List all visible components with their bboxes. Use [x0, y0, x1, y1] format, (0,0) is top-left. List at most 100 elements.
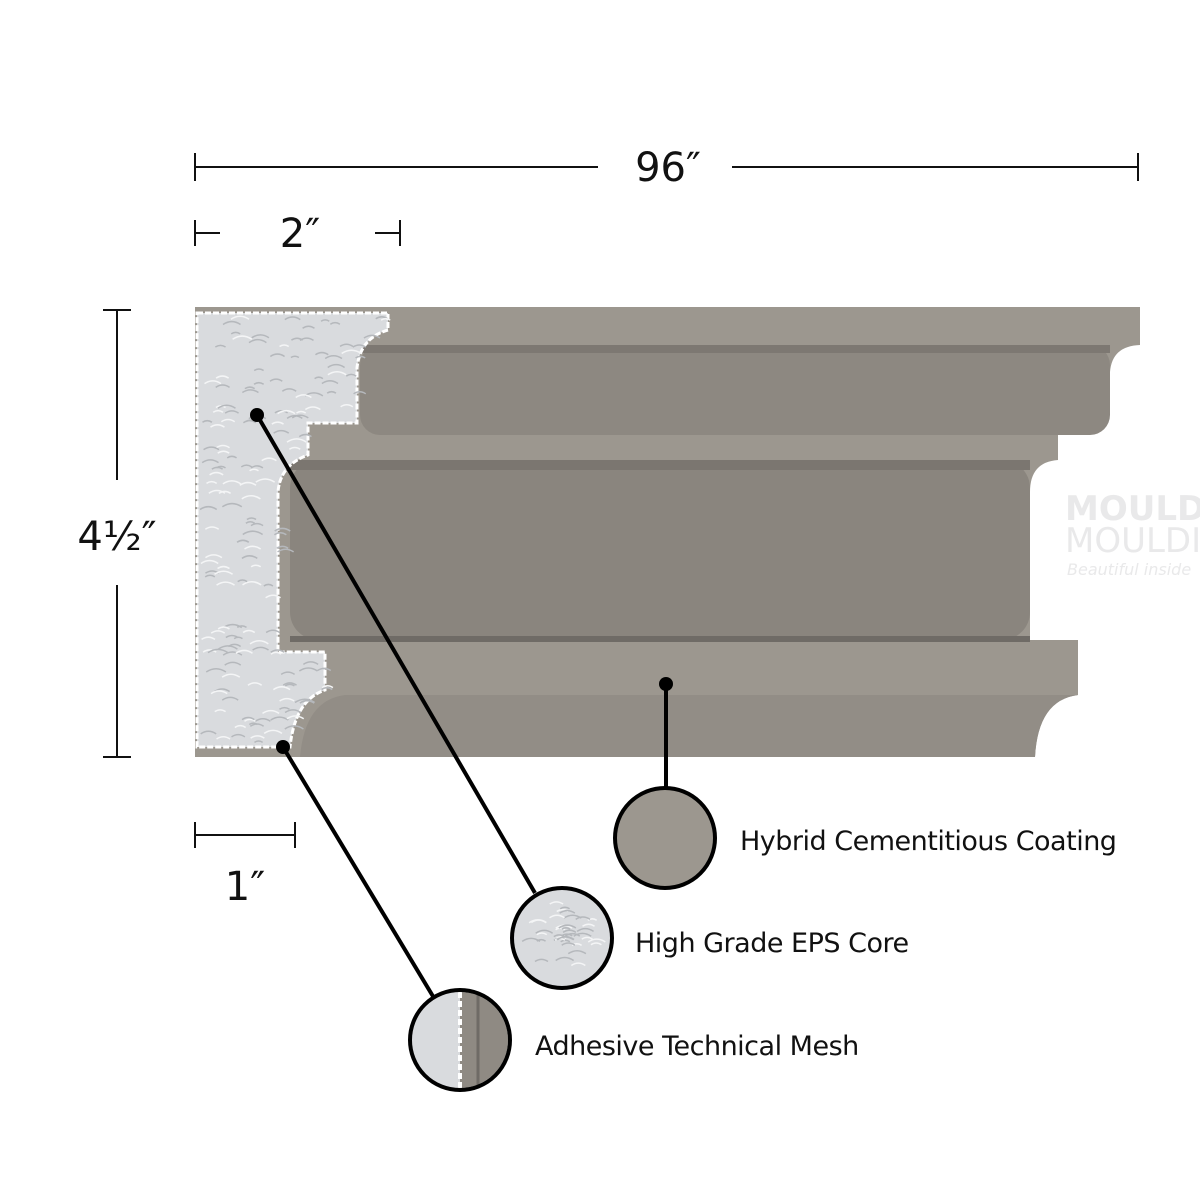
foam-bead — [587, 918, 598, 921]
foam-bead — [295, 394, 312, 399]
foam-bead — [216, 465, 226, 469]
foam-bead — [225, 634, 239, 639]
foam-bead — [277, 548, 295, 553]
foam-bead — [353, 391, 367, 395]
foam-bead — [199, 505, 218, 511]
coating-callout-dot — [659, 677, 673, 691]
foam-bead — [235, 649, 253, 654]
eps-label: High Grade EPS Core — [635, 928, 909, 959]
foam-bead — [221, 673, 241, 678]
foam-bead — [202, 419, 213, 423]
foam-bead — [248, 338, 267, 344]
foam-bead — [253, 368, 265, 372]
foam-bead — [234, 724, 247, 729]
foam-bead — [556, 936, 567, 940]
main-face — [290, 460, 1030, 640]
foam-bead — [203, 446, 220, 451]
foam-bead — [210, 424, 225, 428]
foam-bead — [286, 438, 307, 443]
foam-bead — [200, 730, 217, 735]
foam-bead — [296, 410, 307, 414]
foam-bead — [217, 404, 236, 409]
foam-bead — [249, 723, 265, 727]
foam-bead — [254, 740, 264, 744]
foam-bead — [255, 478, 276, 483]
foam-bead — [277, 409, 296, 415]
leader-lines — [255, 413, 668, 1000]
foam-bead — [250, 564, 262, 568]
foam-bead — [249, 640, 269, 645]
foam-bead — [279, 706, 290, 710]
foam-bead — [553, 934, 565, 938]
foam-bead — [217, 645, 238, 650]
mesh-swatch — [408, 988, 512, 1092]
foam-bead — [279, 344, 290, 348]
watermark: MOULD MOULDI Beautiful inside — [1065, 489, 1200, 579]
foam-bead — [254, 717, 271, 722]
foam-bead — [231, 733, 246, 738]
foam-bead — [217, 450, 230, 454]
foam-bead — [241, 494, 261, 500]
foam-bead — [204, 526, 220, 530]
eps-callout-dot — [250, 408, 264, 422]
foam-bead — [562, 929, 577, 933]
foam-bead — [363, 334, 381, 339]
coating-swatch — [613, 786, 717, 890]
foam-bead — [324, 354, 343, 360]
foam-bead — [321, 380, 339, 385]
foam-bead — [242, 419, 257, 424]
foam-bead — [232, 335, 253, 340]
foam-bead — [242, 581, 262, 586]
foam-bead — [556, 936, 575, 941]
foam-bead — [204, 574, 216, 578]
foam-bead — [345, 373, 357, 377]
foam-bead — [299, 337, 314, 341]
foam-bead — [284, 683, 295, 687]
foam-bead — [270, 716, 289, 721]
foam-bead — [209, 471, 224, 476]
foam-bead — [341, 349, 362, 355]
foam-bead — [317, 667, 332, 672]
foam-bead — [265, 594, 281, 599]
foam-bead — [559, 906, 571, 910]
foam-bead — [327, 363, 346, 369]
foam-bead — [218, 490, 232, 494]
foam-bead — [281, 388, 297, 392]
dimension-projection-label: 2″ — [280, 211, 320, 257]
foam-bead — [247, 682, 263, 686]
foam-bead — [587, 938, 606, 943]
dimension-core-offset-label: 1″ — [225, 864, 265, 910]
foam-bead — [245, 521, 256, 524]
foam-bead — [240, 464, 253, 468]
foam-bead — [202, 649, 217, 653]
foam-bead — [329, 321, 341, 325]
foam-bead — [241, 389, 259, 394]
foam-bead — [250, 522, 264, 527]
foam-bead — [237, 579, 248, 583]
mesh-label: Adhesive Technical Mesh — [535, 1031, 859, 1062]
foam-bead — [241, 555, 258, 560]
foam-bead — [239, 481, 257, 486]
eps-swatch-texture — [521, 901, 606, 967]
foam-bead — [222, 320, 241, 326]
foam-bead — [315, 351, 329, 356]
foam-bead — [250, 465, 264, 469]
foam-bead — [224, 661, 242, 666]
foam-bead — [284, 316, 301, 321]
foam-bead — [269, 378, 283, 382]
foam-bead — [242, 629, 256, 634]
main-shadow — [290, 460, 1030, 470]
foam-bead — [222, 480, 242, 485]
foam-bead — [244, 545, 262, 550]
foam-bead — [224, 410, 239, 414]
foam-bead — [274, 527, 291, 532]
dimension-projection — [194, 220, 401, 246]
foam-bead — [201, 636, 216, 641]
foam-bead — [263, 729, 283, 735]
foam-bead — [561, 927, 571, 930]
eps-texture — [199, 315, 391, 744]
foam-bead — [236, 539, 250, 543]
foam-bead — [291, 414, 309, 419]
foam-bead — [274, 410, 289, 414]
foam-bead — [253, 381, 265, 385]
